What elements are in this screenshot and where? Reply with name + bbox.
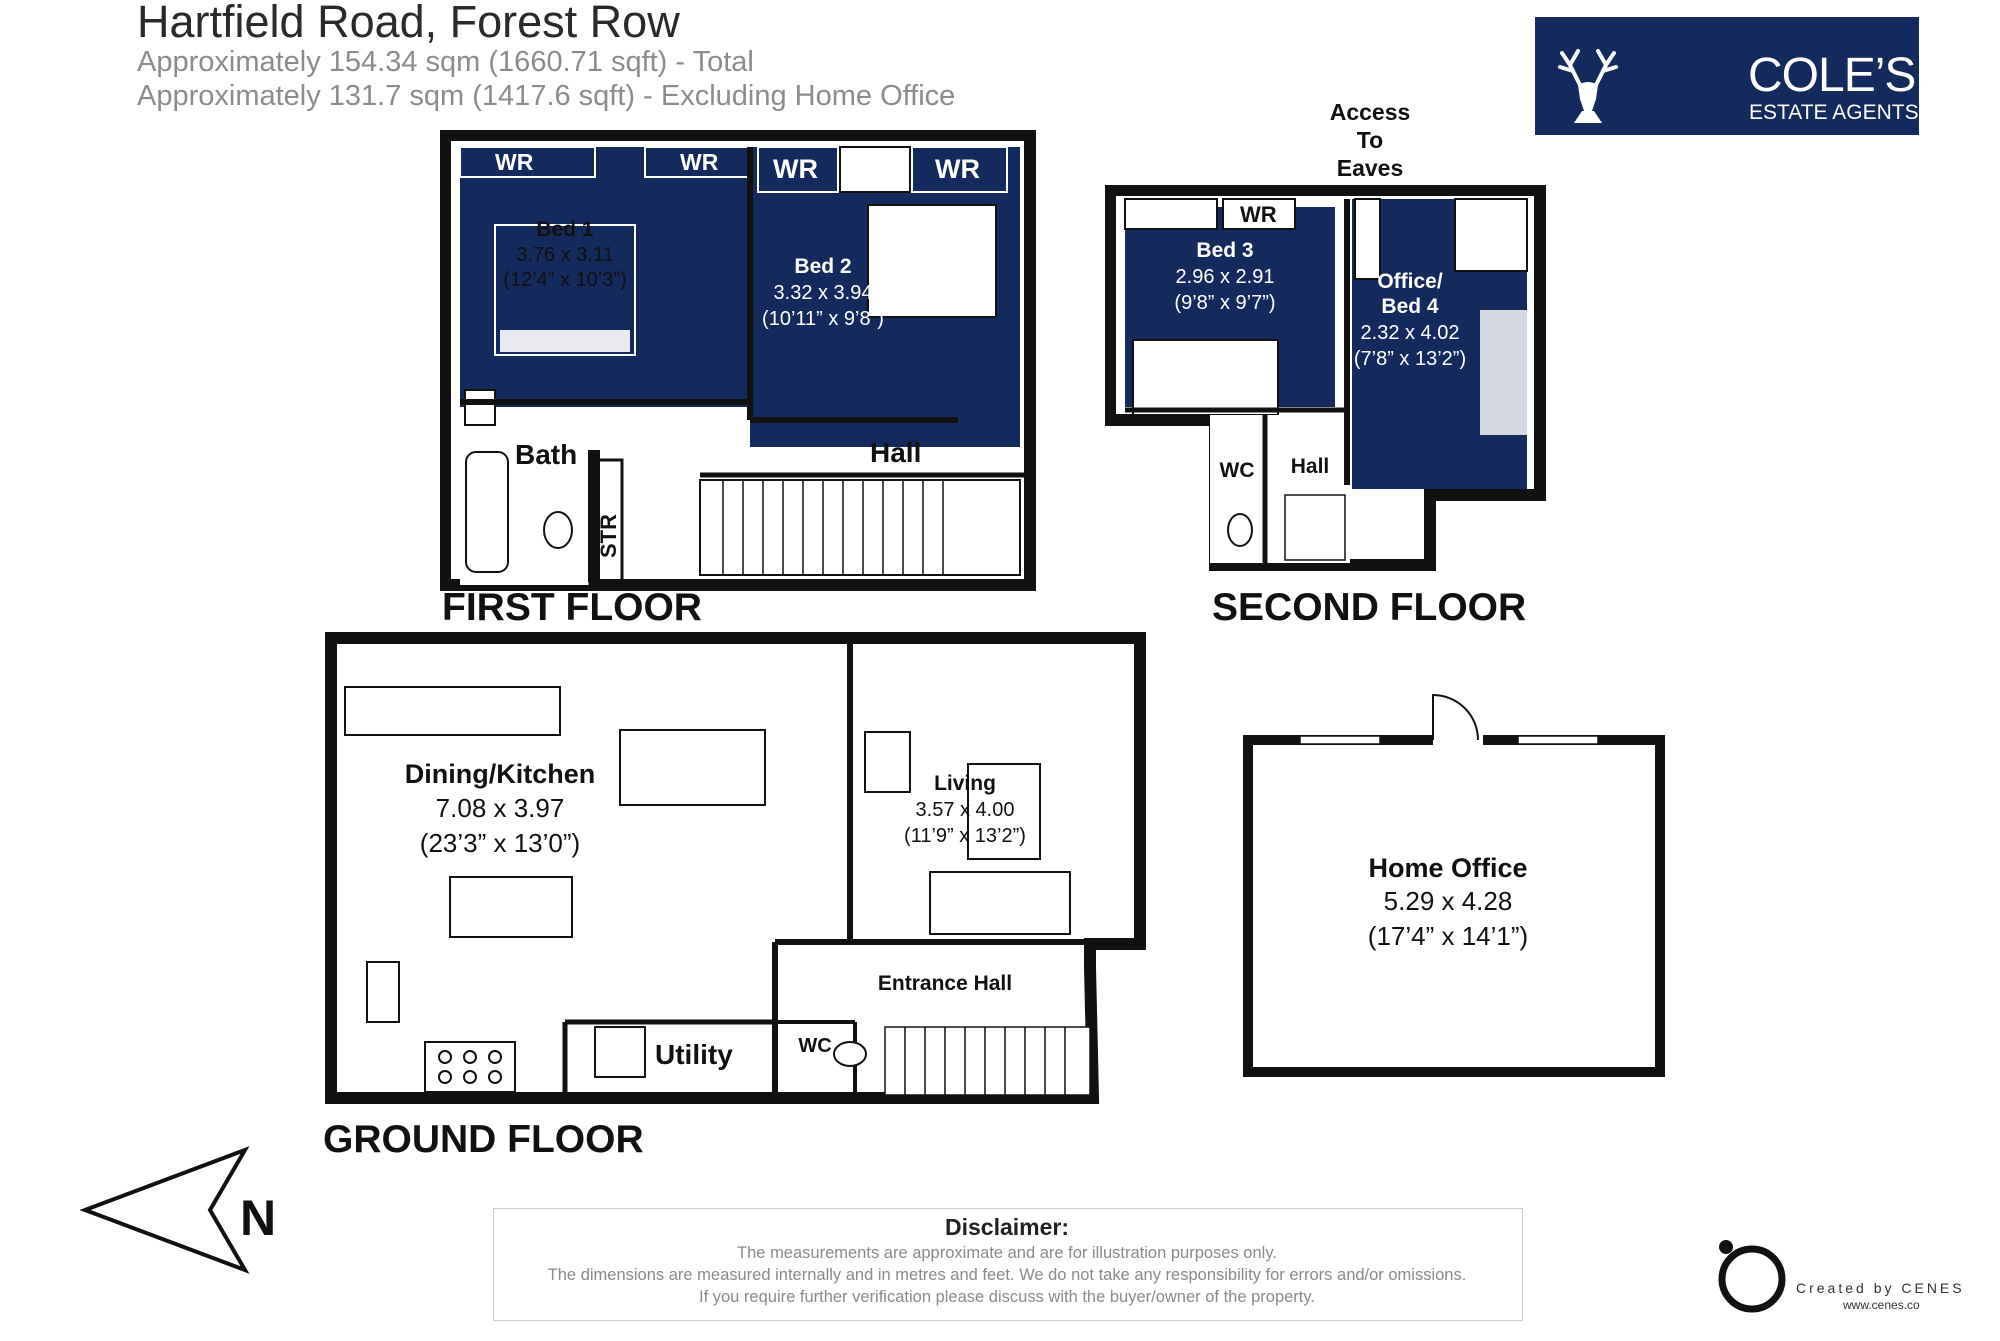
living-imperial: (11’9” x 13’2”) [904,825,1026,847]
area-excluding: Approximately 131.7 sqm (1417.6 sqft) - … [137,80,956,112]
coffee-table [967,763,1041,860]
office-bed-4-imperial: (7’8” x 13’2”) [1354,348,1466,370]
sink [366,961,400,1023]
wr-label-2: WR [680,149,719,175]
basin [464,389,496,426]
agent-tagline: ESTATE AGENTS [1749,101,1919,124]
ground-floor-plan: Dining/Kitchen 7.08 x 3.97 (23’3” x 13’0… [325,632,1146,1104]
armchair [864,731,911,793]
bed-3-imperial: (9’8” x 9’7”) [1174,292,1275,314]
wr-label-5: WR [1240,202,1277,227]
ground-floor-outer-wall [325,632,1146,1104]
first-hall-label: Hall [870,437,921,468]
ground-wc-label: WC [798,1035,831,1057]
ground-floor-label: GROUND FLOOR [323,1118,644,1161]
bed-2-metric: 3.32 x 3.94 [774,282,873,304]
cupboard [839,146,911,193]
ground-staircase [884,1026,1091,1096]
bed-1-metric: 3.76 x 3.11 [516,244,613,266]
wr-label-3: WR [773,154,818,184]
stair-treads [722,480,944,575]
office-bed-4-name-2: Bed 4 [1381,295,1439,318]
bathtub [465,451,509,573]
staircase [699,479,1021,576]
dining-kitchen-metric: 7.08 x 3.97 [436,793,565,823]
second-hall-label: Hall [1291,455,1330,478]
home-office-imperial: (17’4” x 14’1”) [1368,921,1528,951]
first-floor-label: FIRST FLOOR [442,586,702,629]
home-office-plan: Home Office 5.29 x 4.28 (17’4” x 14’1”) [1243,693,1665,1077]
wr-5 [1222,198,1296,230]
disclaimer-box [493,1208,1523,1321]
wr-4 [911,146,1008,193]
area-total: Approximately 154.34 sqm (1660.71 sqft) … [137,46,754,78]
wr-3 [757,146,839,193]
stag-head-icon [1558,49,1618,123]
entrance-hall-label: Entrance Hall [878,972,1012,995]
wr-label-1: WR [495,149,534,175]
utility-label: Utility [655,1039,733,1070]
office-bed-4-name-1: Office/ [1377,270,1443,293]
ground-stair-treads [904,1027,1066,1095]
north-arrow-icon: N [80,1146,276,1274]
cenes-logo-icon [1718,1240,1786,1313]
disclaimer-line-3: If you require further verification plea… [698,1288,1315,1306]
home-office-door [1432,693,1479,741]
dining-kitchen-name: Dining/Kitchen [405,759,596,789]
wr-2 [644,146,751,178]
str-label: STR [596,514,621,558]
credit-label: Created by CENES [1796,1280,1965,1296]
dining-table [619,729,766,806]
kitchen-units-top [344,686,561,736]
home-office-window-2 [1517,735,1599,745]
bed-2-bed [867,204,997,318]
home-office-metric: 5.29 x 4.28 [1384,886,1513,916]
bed-2-name: Bed 2 [794,255,851,278]
wr-1 [459,146,596,178]
second-floor-plan: WR Bed 3 2.96 x 2.91 (9’8” x 9’7”) Offic… [1105,185,1546,571]
office-bed-4-metric: 2.32 x 4.02 [1361,322,1460,344]
home-office-window-1 [1299,735,1381,745]
bed-1-name: Bed 1 [536,218,594,241]
str-cupboard [588,458,624,587]
hob [424,1041,516,1093]
washing-machine [594,1026,646,1078]
credit-url: www.cenes.co [1843,1298,1920,1312]
bed-1-pillows [500,330,630,352]
compass-label: N [240,1190,276,1246]
bed-1-imperial: (12’4” x 10’3”) [503,269,626,291]
bed-3-metric: 2.96 x 2.91 [1176,266,1275,288]
bed-3-bed [1132,339,1279,416]
bed-2-imperial: (10’11” x 9’8”) [762,308,884,330]
home-office-name: Home Office [1368,853,1527,883]
hob-rings [438,1050,502,1084]
first-floor-plan: WR WR WR WR Bed 1 3.76 x 3.11 (12’4” x 1… [440,130,1036,591]
bed-1-bed [494,224,636,356]
second-staircase [1284,494,1346,561]
bath-label: Bath [515,439,577,470]
ground-wc-toilet [833,1041,867,1067]
bed-1-area [460,147,750,407]
living-metric: 3.57 x 4.00 [916,799,1015,821]
bed-3-name: Bed 3 [1196,239,1253,262]
second-floor-label: SECOND FLOOR [1212,586,1527,629]
toilet [543,511,573,549]
second-wc-label: WC [1220,459,1255,482]
dining-kitchen-imperial: (23’3” x 13’0”) [420,828,580,858]
disclaimer-line-2: The dimensions are measured internally a… [547,1266,1467,1284]
disclaimer-title: Disclaimer: [944,1214,1069,1240]
agent-name: COLE’S [1748,49,1916,102]
living-name: Living [934,772,996,795]
desk [1480,310,1527,435]
wr-label-4: WR [935,154,980,184]
kitchen-island [449,876,573,938]
page-title: Hartfield Road, Forest Row [137,0,680,47]
sofa [929,871,1071,935]
disclaimer-line-1: The measurements are approximate and are… [737,1244,1277,1262]
